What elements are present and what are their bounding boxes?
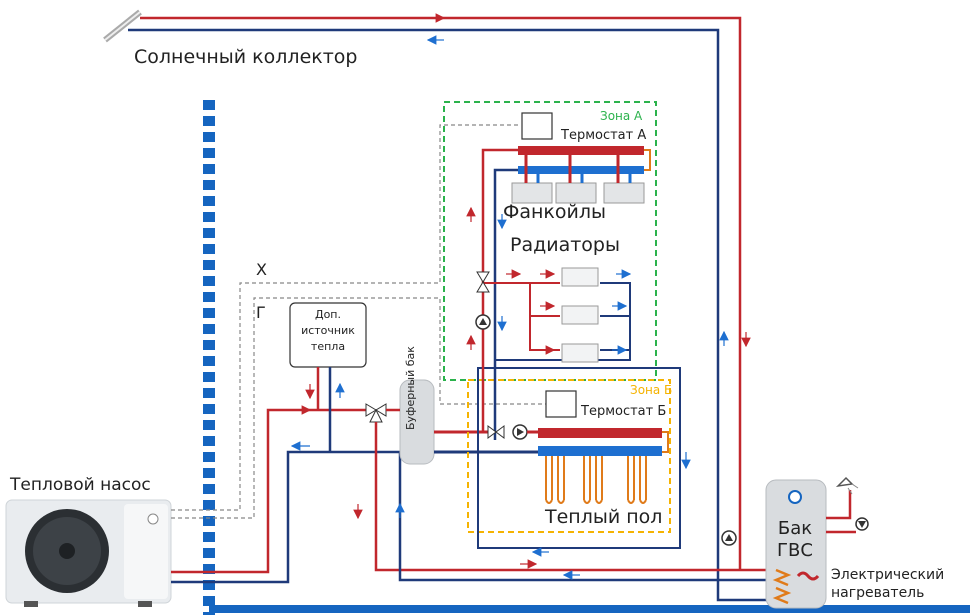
zone-b-label: Зона Б (630, 383, 673, 397)
floor-supply-manifold (538, 428, 662, 438)
hp-supply-pipe (171, 408, 370, 574)
dhw-tank-label: Бак ГВС (777, 518, 813, 561)
three-way-valve (365, 403, 387, 423)
control-line-g (171, 297, 546, 519)
aux-heat-source-box (289, 302, 367, 368)
radiators-label: Радиаторы (510, 234, 620, 256)
thermostat-a-label: Термостат А (561, 128, 647, 143)
solar-collector-label: Солнечный коллектор (134, 46, 358, 68)
electric-heater-element (796, 571, 820, 581)
dhw-supply-branch (374, 422, 780, 572)
dhw-tank (765, 479, 827, 609)
zone-a-pump (475, 314, 491, 330)
heat-pump-unit (5, 499, 172, 607)
zone-outer-loop (477, 367, 681, 549)
solar-return-pipe (128, 28, 770, 602)
dhw-coil (772, 568, 792, 605)
buffer-tank-label: Буферный бак (404, 346, 417, 430)
solar-supply-pipe (140, 16, 742, 570)
control-line-g-label: Г (256, 303, 266, 322)
solar-pump (721, 530, 737, 546)
solar-collector (103, 9, 142, 43)
thermostat-b-label: Термостат Б (581, 404, 667, 419)
dhw-return-branch (398, 452, 780, 582)
thermostat-b-device (545, 390, 577, 418)
zone-b-border (467, 379, 671, 533)
radiator-units (561, 267, 599, 363)
fancoils-label: Фанкойлы (503, 201, 607, 223)
underfloor-coils (545, 456, 647, 504)
zone-a-return-riser (493, 168, 520, 440)
control-line-x-label: Х (256, 260, 267, 279)
shower-icon (835, 476, 859, 495)
dhw-recirc-pump (855, 517, 869, 531)
electric-heater-label: Электрический нагреватель (831, 567, 945, 601)
hp-return-pipe (171, 450, 400, 584)
zone-a-mixing-valve (476, 271, 490, 293)
thermostat-a-device (521, 112, 553, 140)
fancoil-supply-manifold (518, 146, 644, 155)
control-line-x (171, 124, 520, 511)
heat-pump-label: Тепловой насос (10, 475, 151, 495)
floor-return-manifold (538, 446, 662, 456)
zone-a-label: Зона А (600, 109, 643, 123)
dhw-outlet-pipe (826, 490, 852, 520)
underfloor-label: Теплый пол (545, 506, 663, 528)
zone-b-pump (512, 424, 528, 440)
fancoil-units (511, 155, 645, 204)
building-wall (203, 100, 970, 615)
aux-heat-source-label: Доп. источник тепла (301, 308, 355, 353)
buffer-tank (399, 379, 435, 465)
fancoil-return-manifold (518, 166, 644, 174)
zone-a-supply-riser (481, 148, 520, 432)
zone-b-mixing-valve (487, 425, 505, 439)
